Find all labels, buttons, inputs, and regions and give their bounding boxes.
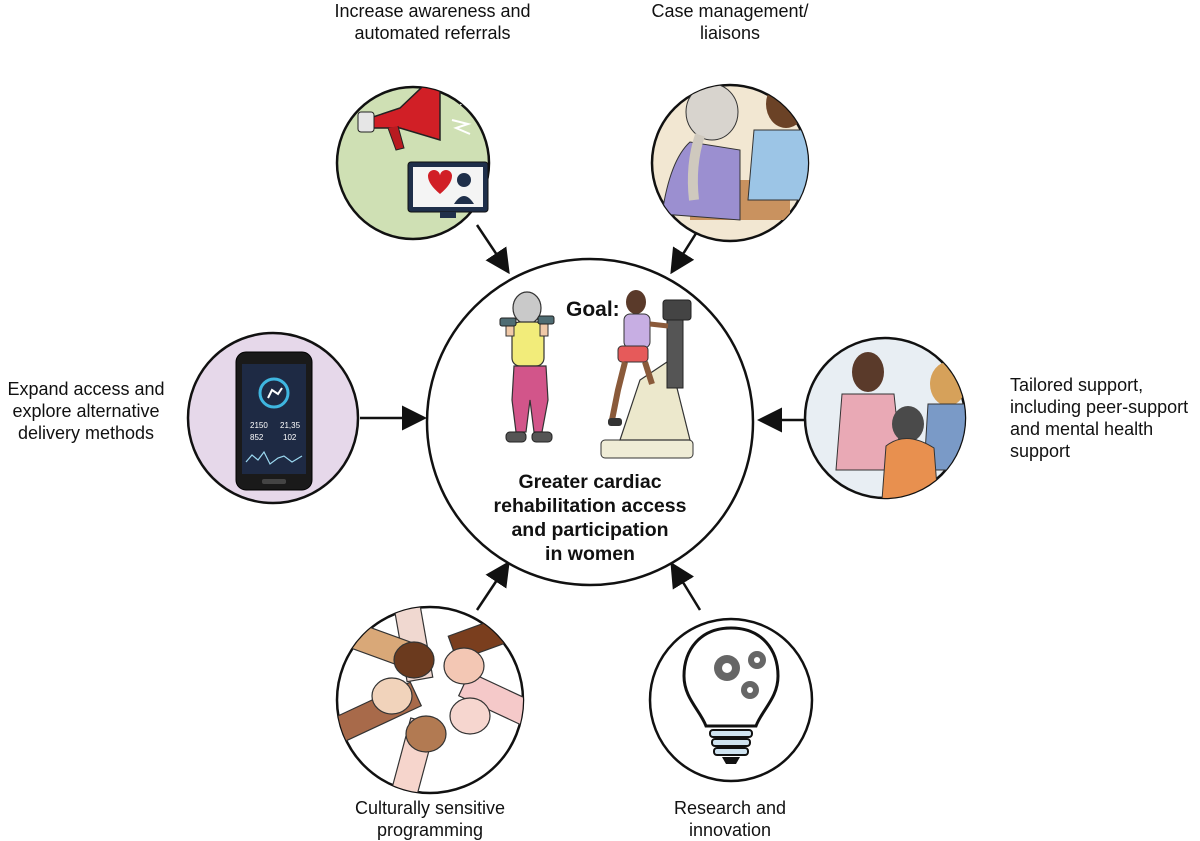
goal-description: Greater cardiac rehabilitation access an… xyxy=(493,471,687,565)
lightbulb-gears-icon xyxy=(682,626,780,764)
arrow-research-to-goal xyxy=(670,561,702,611)
node-support xyxy=(803,336,967,500)
woman-exercise-bike-figure xyxy=(600,290,694,459)
node-cultural xyxy=(335,605,525,795)
arrow-cultural-to-goal xyxy=(475,560,510,611)
node-research xyxy=(648,617,814,783)
node-case-management xyxy=(650,83,810,243)
node-access: 2150 21,35 852 102 xyxy=(186,331,360,505)
smartphone-app-icon: 2150 21,35 852 102 xyxy=(235,351,313,491)
support-label: Tailored support, including peer-support… xyxy=(1010,375,1189,461)
access-label: Expand access and explore alternative de… xyxy=(7,379,165,443)
arrow-awareness-to-goal xyxy=(475,224,510,275)
phone-calories: 852 xyxy=(250,433,264,442)
node-awareness xyxy=(335,85,491,241)
case-management-label: Case management/ liaisons xyxy=(651,1,809,43)
phone-steps: 2150 xyxy=(250,421,268,430)
awareness-label: Increase awareness and automated referra… xyxy=(334,1,531,43)
phone-distance: 21,35 xyxy=(280,421,301,430)
monitor-heart-icon xyxy=(407,161,489,218)
woman-dumbbells-figure xyxy=(499,291,555,443)
cultural-label: Culturally sensitive programming xyxy=(354,798,506,840)
goal-title: Goal: xyxy=(566,298,620,321)
research-label: Research and innovation xyxy=(673,798,787,840)
phone-heart-rate: 102 xyxy=(283,433,297,442)
